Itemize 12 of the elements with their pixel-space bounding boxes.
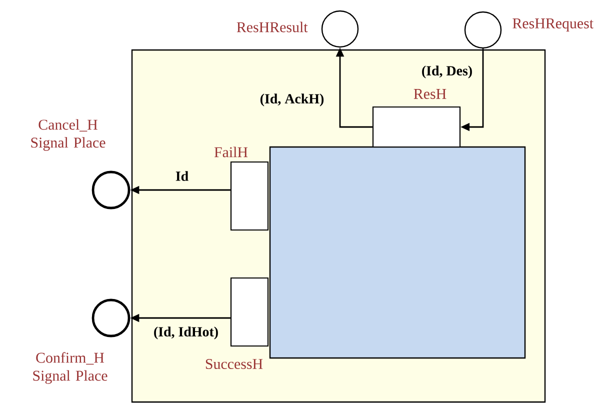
edge-label: (Id, Des)	[422, 66, 472, 78]
place-label: Cancel_H Signal Place	[31, 119, 106, 151]
edge-label: (Id, IdHot)	[154, 326, 218, 340]
edge-label: (Id, AckH)	[260, 94, 324, 106]
place-label: ResHRequest	[512, 18, 594, 32]
place-label: Confirm_H Signal Place	[33, 352, 108, 384]
inner-box	[269, 146, 526, 359]
place-label: ResHResult	[236, 22, 308, 32]
edge-label: Id	[176, 171, 188, 181]
place-label: SuccessH	[206, 358, 263, 370]
place-label: FailH	[214, 146, 248, 158]
place-label: ResH	[414, 89, 446, 99]
